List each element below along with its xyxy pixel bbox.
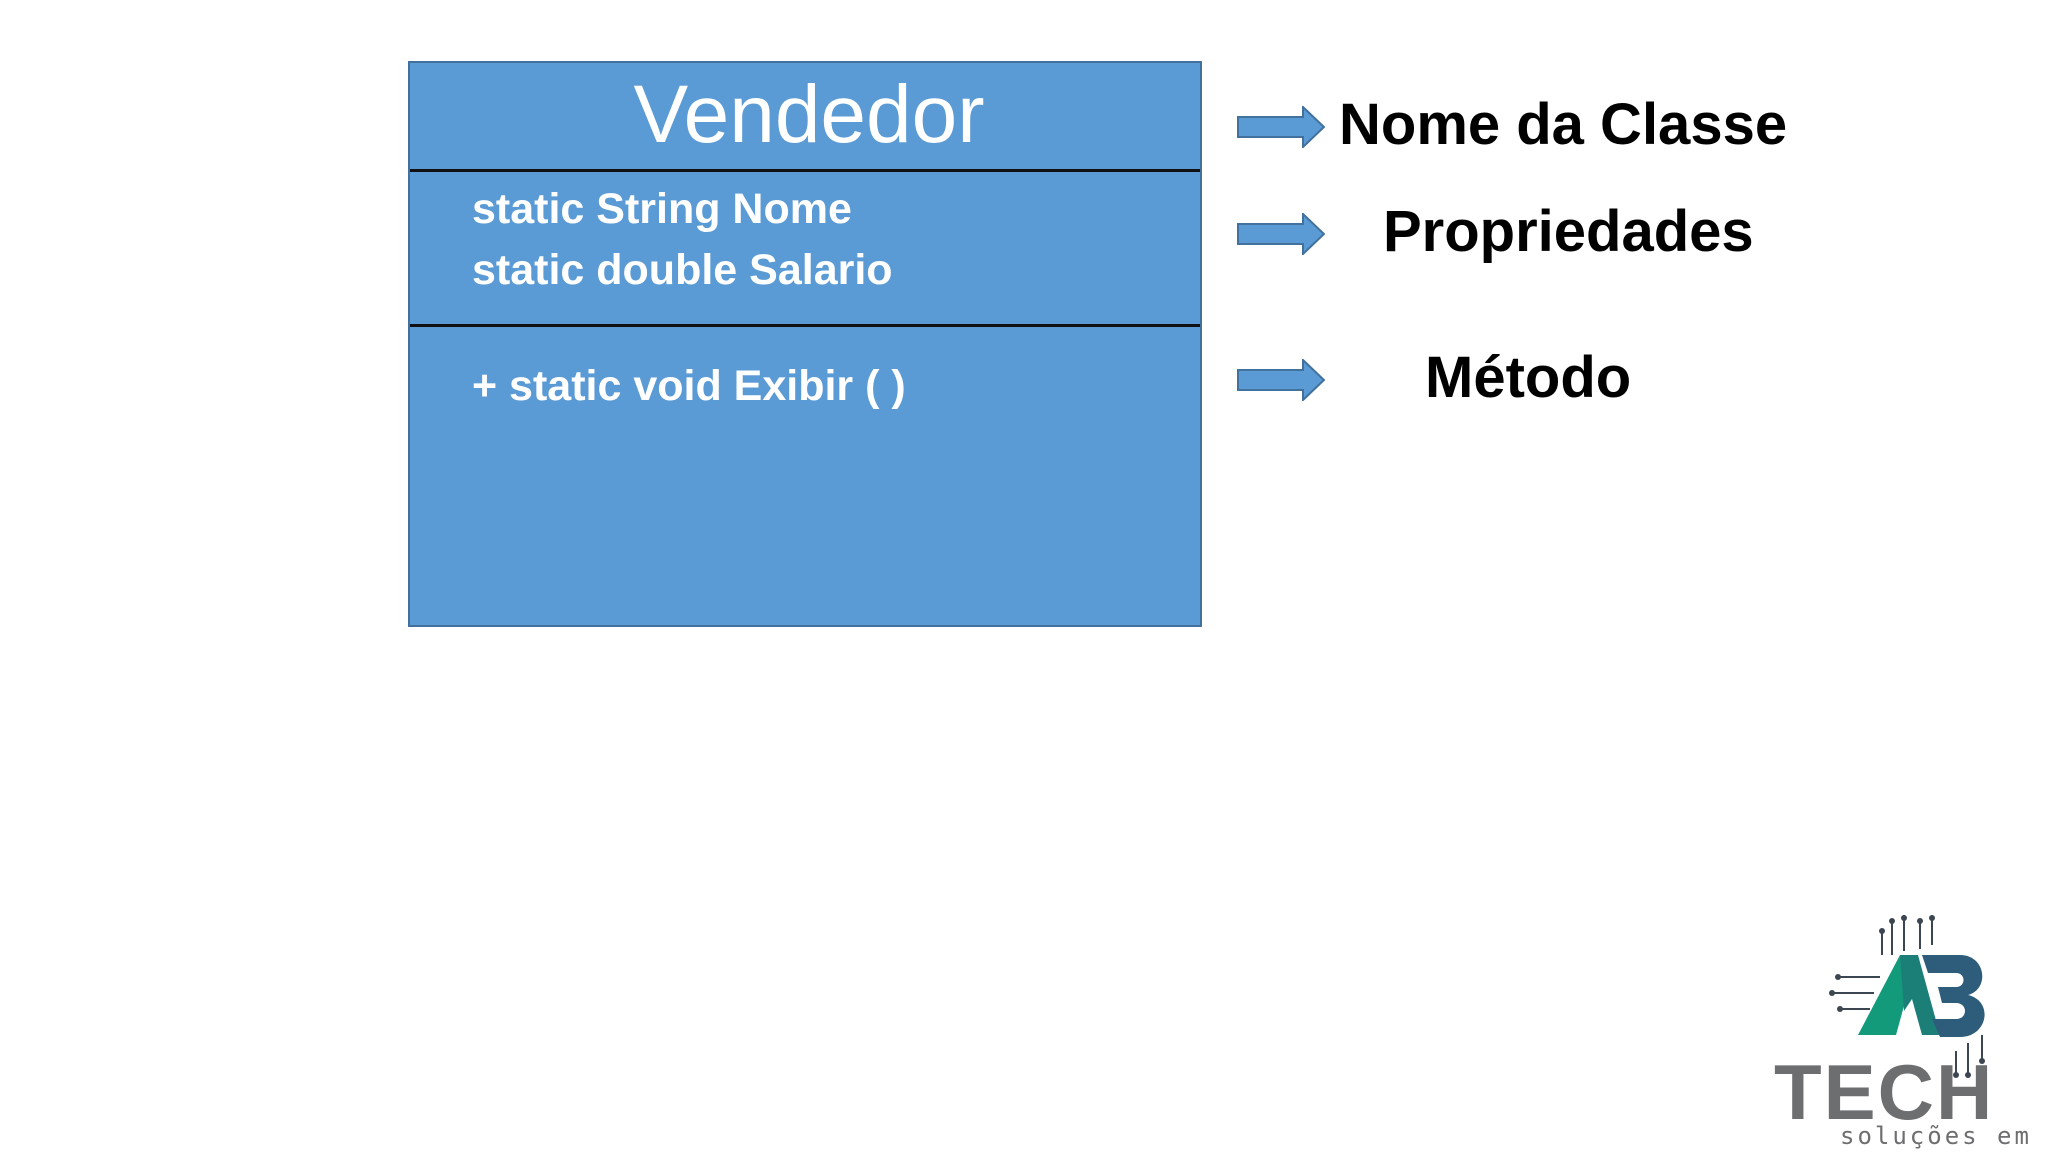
class-name: Vendedor (633, 69, 985, 160)
property-salario: static double Salario (472, 246, 893, 294)
method-exibir: + static void Exibir ( ) (472, 362, 906, 410)
logo-brand-text: TECH (1774, 1048, 1995, 1136)
right-arrow-icon (1237, 213, 1325, 255)
right-arrow-icon (1237, 359, 1325, 401)
ab-tech-logo-icon (1829, 915, 1985, 1078)
label-method: Método (1425, 345, 1632, 410)
logo-tagline: soluções em ti (1840, 1122, 2048, 1150)
uml-class-box: Vendedor static String Nome static doubl… (408, 61, 1202, 627)
right-arrow-icon (1237, 106, 1325, 148)
name-properties-divider (410, 169, 1200, 172)
property-nome: static String Nome (472, 185, 852, 233)
label-class-name: Nome da Classe (1339, 92, 1788, 157)
label-properties: Propriedades (1383, 199, 1754, 264)
properties-methods-divider (410, 324, 1200, 327)
